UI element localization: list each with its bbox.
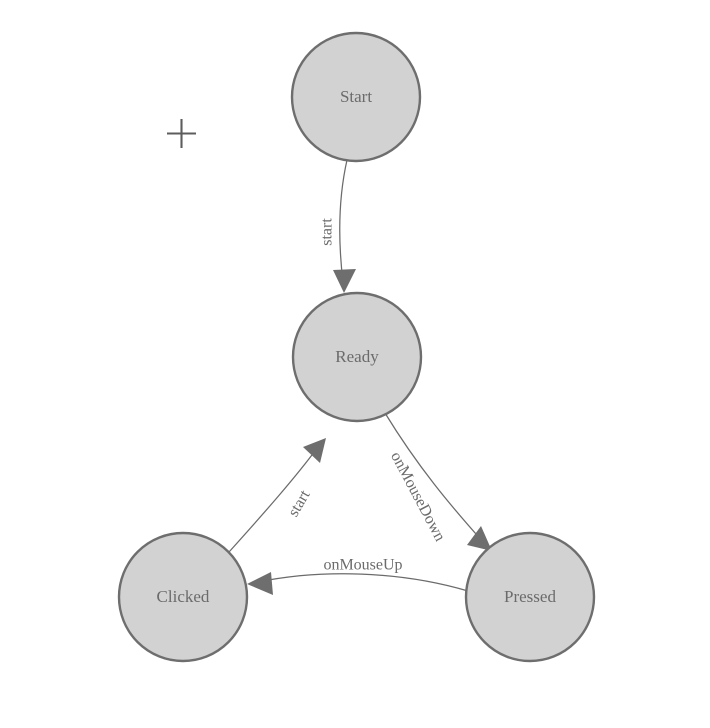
plus-crosshair-icon [167,119,196,148]
node-clicked[interactable]: Clicked [117,531,249,663]
node-start[interactable]: Start [290,31,422,163]
node-start-circle[interactable] [290,31,422,163]
edge-label-clicked-to-ready: start [285,487,314,520]
arrowhead-into-ready-top [333,269,356,293]
edge-label-pressed-to-clicked: onMouseUp [323,557,402,574]
node-pressed[interactable]: Pressed [464,531,596,663]
edge-start-to-ready[interactable] [333,159,356,293]
node-start-label: Start [340,87,372,106]
node-ready-circle[interactable] [291,291,423,423]
edge-path-pressed-to-clicked [257,573,469,592]
edge-path-clicked-to-ready [228,446,319,553]
edge-label-ready-to-pressed: onMouseDown [387,449,448,544]
node-pressed-label: Pressed [504,587,556,606]
edge-label-start-to-ready: start [319,218,336,246]
node-clicked-label: Clicked [157,587,210,606]
edge-pressed-to-clicked[interactable] [247,572,469,595]
node-pressed-circle[interactable] [464,531,596,663]
arrowhead-into-ready-bottom [303,438,326,463]
edge-path-start-to-ready [339,159,348,283]
node-ready[interactable]: Ready [291,291,423,423]
node-ready-label: Ready [335,347,379,366]
node-clicked-circle[interactable] [117,531,249,663]
arrowhead-into-pressed [467,526,492,551]
edge-ready-to-pressed[interactable] [384,412,492,551]
edge-clicked-to-ready[interactable] [228,438,326,553]
arrowhead-into-clicked [247,572,273,595]
edge-path-ready-to-pressed [384,412,485,544]
